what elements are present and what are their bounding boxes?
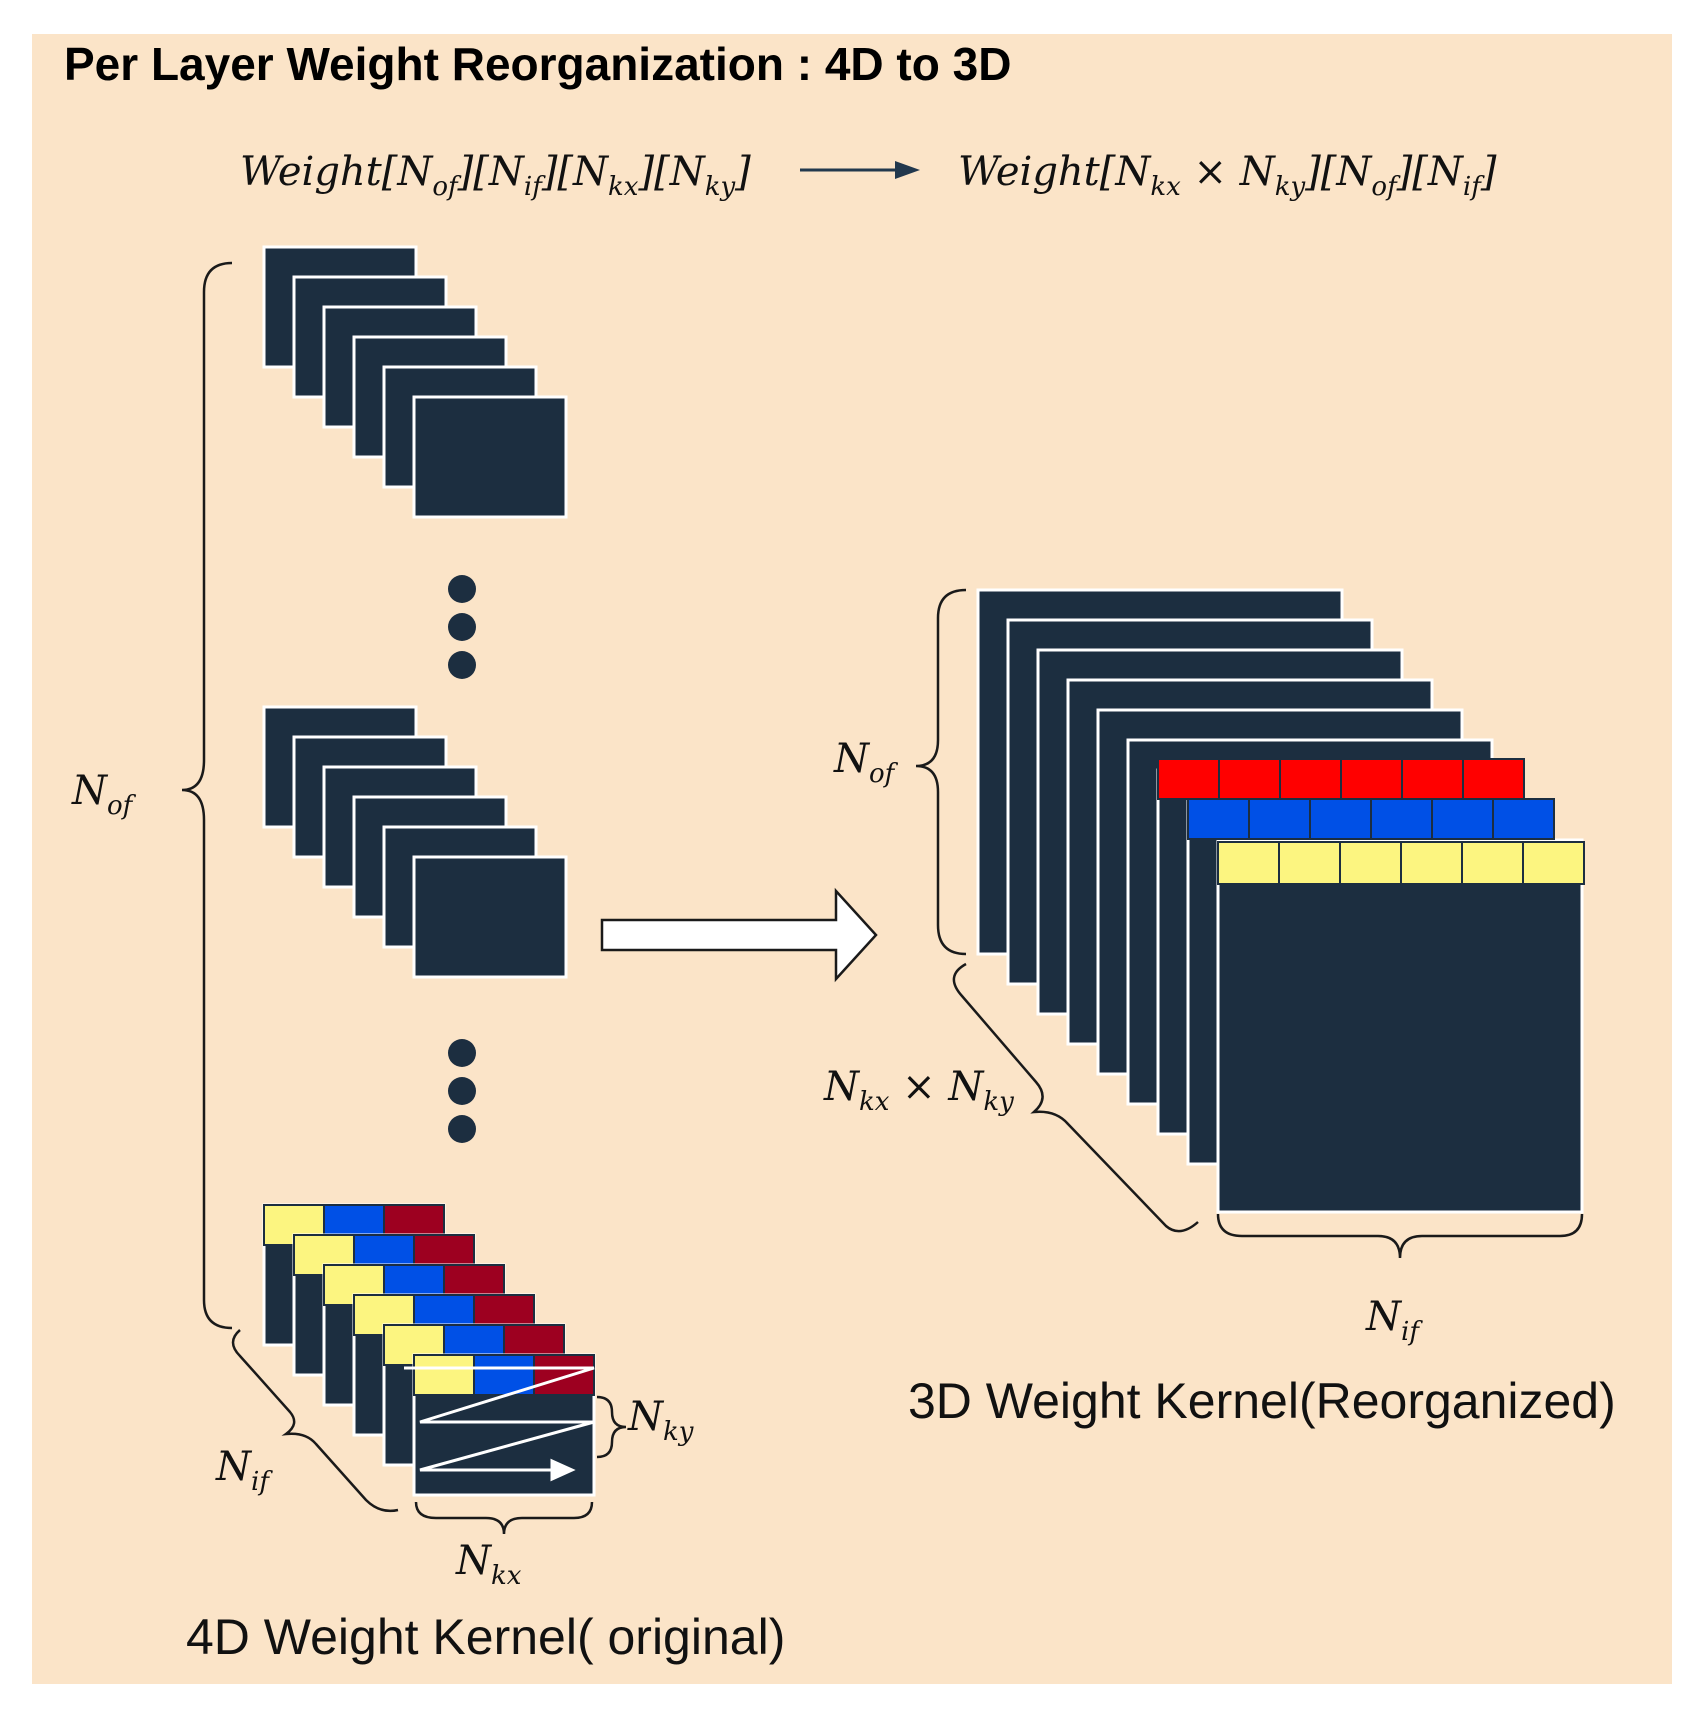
- ellipsis-dots-1: [448, 575, 476, 679]
- kernel-front: [404, 1353, 596, 1497]
- transform-arrow: [600, 887, 878, 983]
- label-n-of-right: Nof: [833, 736, 899, 789]
- brace-n-of-left: [181, 261, 233, 1330]
- brace-n-of-right: [915, 588, 967, 956]
- brace-n-ky: [596, 1395, 627, 1459]
- row-blue: [1187, 798, 1555, 840]
- brace-n-kx: [414, 1501, 594, 1535]
- label-n-if-right: Nif: [1365, 1294, 1423, 1347]
- formula-right: Weight[Nkx × Nky][Nof][Nif]: [958, 149, 1497, 202]
- caption-right: 3D Weight Kernel(Reorganized): [908, 1373, 1616, 1429]
- kernel-stack-middle: [262, 705, 568, 979]
- brace-n-if-left: [231, 1329, 399, 1513]
- scan-order-path: [404, 1366, 595, 1482]
- row-red: [1157, 758, 1525, 800]
- formula-arrow: [800, 161, 920, 179]
- brace-n-if-right: [1216, 1213, 1584, 1259]
- label-kxky-right: Nkx × Nky: [823, 1064, 1014, 1117]
- label-n-if-left: Nif: [215, 1444, 273, 1497]
- kernel-stack-top: [262, 245, 568, 519]
- diagram-title: Per Layer Weight Reorganization : 4D to …: [64, 38, 1011, 90]
- formula-left: Weight[Nof][Nif][Nkx][Nky]: [240, 149, 751, 202]
- caption-left: 4D Weight Kernel( original): [186, 1609, 785, 1665]
- brace-kxky-right: [952, 962, 1199, 1233]
- label-n-ky: Nky: [627, 1394, 694, 1447]
- kernel-stack-colored: [262, 1203, 596, 1497]
- ellipsis-dots-2: [448, 1039, 476, 1143]
- row-yellow: [1217, 841, 1585, 885]
- label-n-kx: Nkx: [455, 1538, 522, 1591]
- label-n-of-left: Nof: [71, 768, 137, 821]
